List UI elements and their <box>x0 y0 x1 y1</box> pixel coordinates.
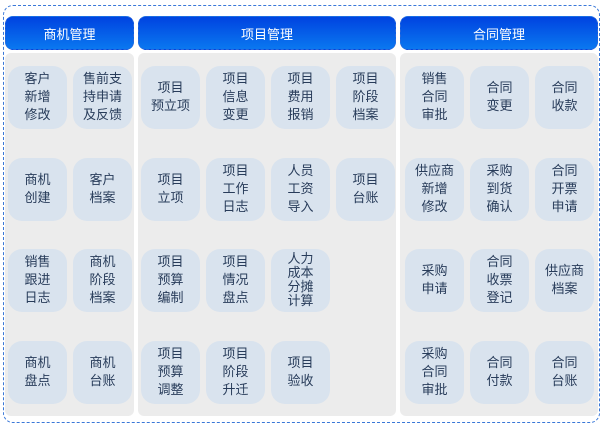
tile-purchase-arrival-confirm[interactable]: 采购 到货 确认 <box>470 158 529 221</box>
tile-opportunity-create[interactable]: 商机 创建 <box>8 158 67 221</box>
tile-sales-contract-approval[interactable]: 销售 合同 审批 <box>405 66 464 129</box>
section-panel-opportunity: 客户 新增 修改 售前支 持申请 及反馈 商机 创建 客户 档案 销售 跟进 日… <box>5 53 134 416</box>
module-frame <box>3 5 600 423</box>
tile-opportunity-stage-archive[interactable]: 商机 阶段 档案 <box>73 249 132 312</box>
tile-project-budget-adjust[interactable]: 项目 预算 调整 <box>141 341 200 404</box>
tile-project-pre-approval[interactable]: 项目 预立项 <box>141 66 200 129</box>
section-panel-contract: 销售 合同 审批 合同 变更 合同 收款 供应商 新增 修改 采购 到货 确认 … <box>400 53 598 416</box>
section-header-project: 项目管理 <box>138 16 396 50</box>
tile-labor-cost-allocation[interactable]: 人力 成本 分摊 计算 <box>271 249 330 312</box>
tile-opportunity-inventory[interactable]: 商机 盘点 <box>8 341 67 404</box>
tile-project-status-inventory[interactable]: 项目 情况 盘点 <box>206 249 265 312</box>
tile-customer-add-edit[interactable]: 客户 新增 修改 <box>8 66 67 129</box>
tile-project-work-log[interactable]: 项目 工作 日志 <box>206 158 265 221</box>
tile-project-acceptance[interactable]: 项目 验收 <box>271 341 330 404</box>
tile-project-stage-promotion[interactable]: 项目 阶段 升迁 <box>206 341 265 404</box>
tile-staff-salary-import[interactable]: 人员 工资 导入 <box>271 158 330 221</box>
tile-presales-support[interactable]: 售前支 持申请 及反馈 <box>73 66 132 129</box>
tile-customer-archive[interactable]: 客户 档案 <box>73 158 132 221</box>
tile-project-info-change[interactable]: 项目 信息 变更 <box>206 66 265 129</box>
tile-purchase-contract-approval[interactable]: 采购 合同 审批 <box>405 341 464 404</box>
section-header-contract: 合同管理 <box>400 16 598 50</box>
tile-contract-invoice-receipt[interactable]: 合同 收票 登记 <box>470 249 529 312</box>
tile-project-approval[interactable]: 项目 立项 <box>141 158 200 221</box>
section-panel-project: 项目 预立项 项目 信息 变更 项目 费用 报销 项目 阶段 档案 项目 立项 … <box>138 53 396 416</box>
tile-sales-followup-log[interactable]: 销售 跟进 日志 <box>8 249 67 312</box>
tile-project-stage-archive[interactable]: 项目 阶段 档案 <box>336 66 395 129</box>
tile-project-ledger[interactable]: 项目 台账 <box>336 158 395 221</box>
tile-contract-payment[interactable]: 合同 付款 <box>470 341 529 404</box>
tile-contract-ledger[interactable]: 合同 台账 <box>535 341 594 404</box>
section-header-opportunity: 商机管理 <box>5 16 134 50</box>
tile-opportunity-ledger[interactable]: 商机 台账 <box>73 341 132 404</box>
tile-supplier-add-edit[interactable]: 供应商 新增 修改 <box>405 158 464 221</box>
tile-supplier-archive[interactable]: 供应商 档案 <box>535 249 594 312</box>
tile-project-budget-compile[interactable]: 项目 预算 编制 <box>141 249 200 312</box>
tile-contract-collection[interactable]: 合同 收款 <box>535 66 594 129</box>
tile-contract-change[interactable]: 合同 变更 <box>470 66 529 129</box>
tile-project-expense-reimburse[interactable]: 项目 费用 报销 <box>271 66 330 129</box>
tile-contract-invoice-request[interactable]: 合同 开票 申请 <box>535 158 594 221</box>
tile-purchase-request[interactable]: 采购 申请 <box>405 249 464 312</box>
